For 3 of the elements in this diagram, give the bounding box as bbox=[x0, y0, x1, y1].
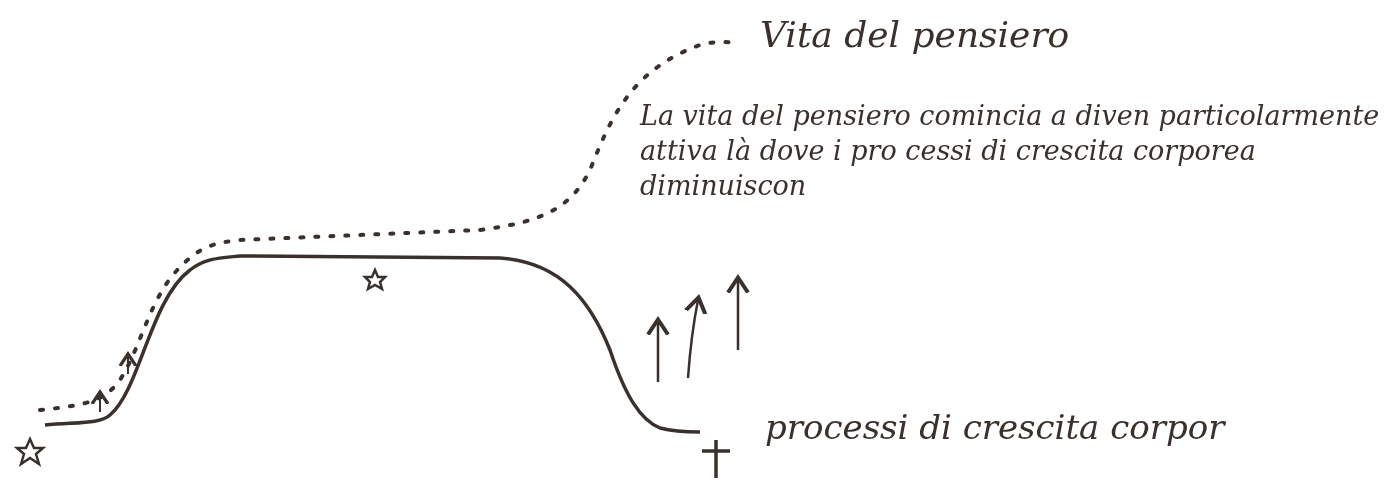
curve-label: processi di crescita corpor bbox=[765, 406, 1227, 449]
curve-label: Vita del pensiero bbox=[760, 13, 1071, 57]
annotation-text: La vita del pensiero comincia a diven particolarmente attiva là dove i pro cessi di crescita corporea diminuiscon bbox=[640, 99, 1381, 204]
